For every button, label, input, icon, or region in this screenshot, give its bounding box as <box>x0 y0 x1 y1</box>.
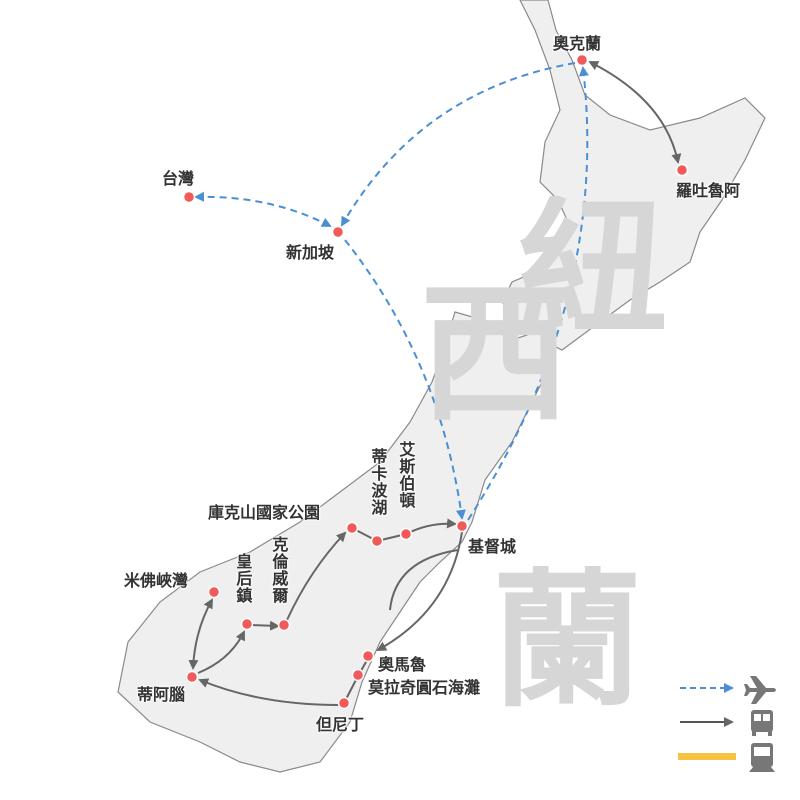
south-island <box>117 311 553 773</box>
city-label-taiwan[interactable]: 台灣 <box>162 169 195 188</box>
flight-singapore-taiwan <box>194 191 332 227</box>
bus-christchurch-return <box>389 549 459 611</box>
city-label-cromwell[interactable]: 克倫威爾 <box>269 536 289 604</box>
bus-dunedin-teanau <box>198 678 341 706</box>
country-char-3: 蘭 <box>492 566 642 716</box>
bus-christchurch-oamaru <box>376 531 463 651</box>
train-icon <box>749 743 775 772</box>
bus-teanau-milford <box>188 598 213 670</box>
flight-christchurch-auckland <box>467 66 589 521</box>
city-label-tekapo[interactable]: 蒂卡波湖 <box>368 448 388 516</box>
city-dot-te-anau[interactable] <box>185 670 199 684</box>
city-label-te-anau[interactable]: 蒂阿腦 <box>137 685 186 704</box>
city-label-christchurch[interactable]: 基督城 <box>468 537 517 556</box>
city-label-dunedin[interactable]: 但尼丁 <box>316 715 365 734</box>
city-label-rotorua[interactable]: 羅吐魯阿 <box>676 181 741 200</box>
city-dot-cromwell[interactable] <box>277 618 291 632</box>
airplane-icon <box>744 676 776 704</box>
city-label-moeraki[interactable]: 莫拉奇圓石海灘 <box>368 678 481 697</box>
city-dot-christchurch[interactable] <box>455 519 469 533</box>
country-char-1: 紐 <box>518 196 668 346</box>
city-dot-rotorua[interactable] <box>675 163 689 177</box>
bus-icon <box>751 710 773 736</box>
city-label-singapore[interactable]: 新加坡 <box>286 243 335 262</box>
flight-auckland-singapore <box>340 62 576 227</box>
country-char-2: 西 <box>420 280 570 430</box>
flight-singapore-christchurch <box>344 239 466 520</box>
city-dot-singapore[interactable] <box>331 225 345 239</box>
city-dot-moeraki[interactable] <box>351 668 365 682</box>
city-dot-dunedin[interactable] <box>337 696 351 710</box>
city-dot-tekapo[interactable] <box>370 534 384 548</box>
city-label-ashburton[interactable]: 艾斯伯頓 <box>396 441 416 509</box>
city-dot-queenstown[interactable] <box>240 617 254 631</box>
bus-cromwell-mtcook <box>286 531 347 621</box>
bus-auckland-rotorua <box>588 61 682 164</box>
city-label-auckland[interactable]: 奧克蘭 <box>553 34 602 53</box>
city-dot-milford[interactable] <box>207 585 221 599</box>
legend-train-line <box>678 753 736 760</box>
city-dot-auckland[interactable] <box>575 53 589 67</box>
city-label-mt-cook[interactable]: 庫克山國家公園 <box>208 503 321 522</box>
city-label-oamaru[interactable]: 奧馬魯 <box>378 655 427 674</box>
city-dot-ashburton[interactable] <box>399 527 413 541</box>
city-label-milford[interactable]: 米佛峽灣 <box>124 571 189 590</box>
bus-teanau-queenstown <box>197 630 245 674</box>
city-dot-taiwan[interactable] <box>182 190 196 204</box>
city-dot-oamaru[interactable] <box>361 649 375 663</box>
city-dot-mt-cook[interactable] <box>345 521 359 535</box>
bus-queenstown-cromwell <box>251 620 280 631</box>
city-label-queenstown[interactable]: 皇后鎮 <box>233 553 253 604</box>
